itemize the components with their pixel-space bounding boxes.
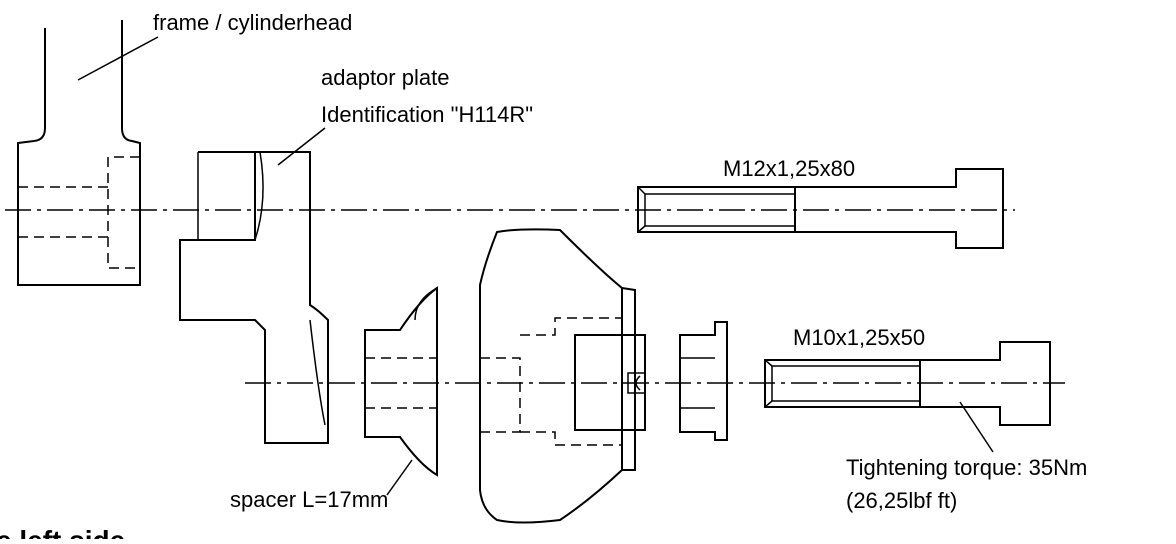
lower-bolt-label: M10x1,25x50	[793, 325, 925, 350]
cover-cap	[479, 228, 646, 524]
frame-cylinderhead	[17, 20, 159, 286]
torque-label-line1: Tightening torque: 35Nm	[846, 455, 1087, 480]
adaptor-leader-line	[277, 127, 326, 166]
spacer-label: spacer L=17mm	[230, 487, 388, 512]
adaptor-plate	[179, 127, 329, 444]
upper-bolt	[637, 168, 1004, 249]
spacer-leader-line	[386, 459, 413, 496]
adaptor-label-line2: Identification "H114R"	[321, 102, 533, 127]
lower-bolt	[764, 341, 1051, 453]
torque-label-line2: (26,25lbf ft)	[846, 488, 957, 513]
upper-bolt-label: M12x1,25x80	[723, 156, 855, 181]
adaptor-label-line1: adaptor plate	[321, 65, 449, 90]
torque-leader-line	[959, 401, 994, 453]
frame-label: frame / cylinderhead	[153, 10, 352, 35]
section-title: e left side	[0, 525, 125, 539]
frame-leader-line	[77, 36, 159, 81]
spacer	[364, 286, 438, 496]
washer-nut	[679, 321, 728, 441]
